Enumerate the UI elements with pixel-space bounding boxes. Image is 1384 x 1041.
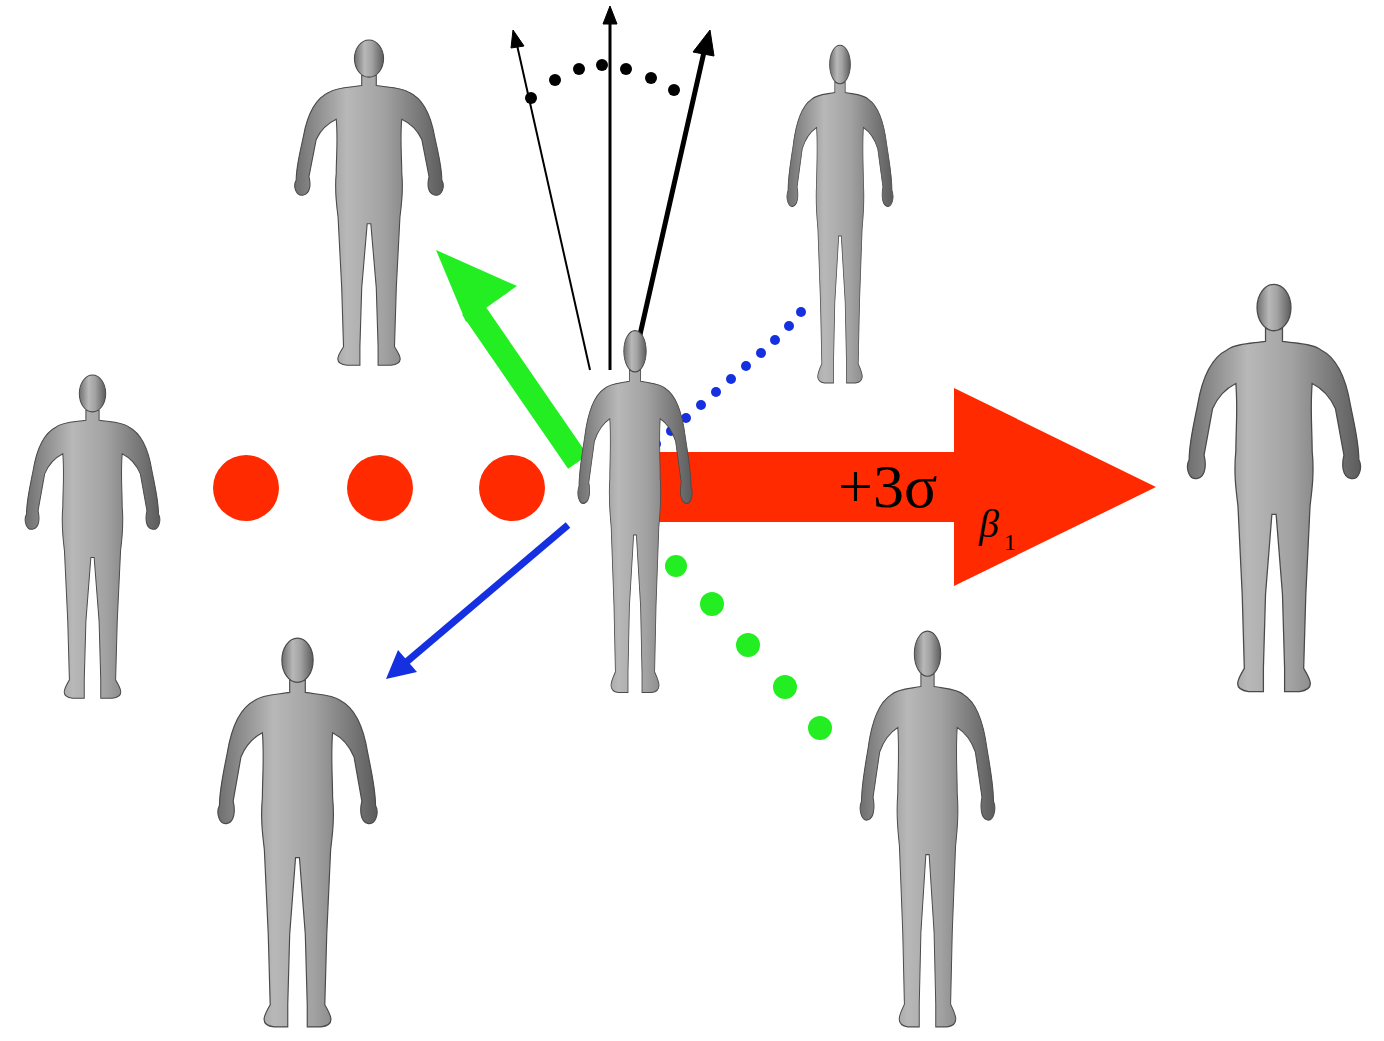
body-figures xyxy=(25,40,1360,1027)
index-subscript: 1 xyxy=(1004,530,1016,554)
red-dots xyxy=(213,455,545,521)
body-large xyxy=(1188,284,1361,691)
green-dots xyxy=(665,555,832,740)
beta-subscript: β xyxy=(979,504,999,544)
body-slim xyxy=(25,375,160,698)
direction-arrows xyxy=(511,6,714,370)
blue-arrow xyxy=(386,525,568,679)
body-lean xyxy=(787,45,893,383)
body-tall xyxy=(218,638,377,1027)
body-heavy xyxy=(295,40,443,365)
green-arrow xyxy=(436,250,578,462)
body-athletic xyxy=(860,631,995,1027)
sigma-label: +3σ xyxy=(838,455,937,517)
red-arrow xyxy=(620,388,1156,586)
body-mean xyxy=(578,331,692,693)
dotted-arc xyxy=(525,59,680,104)
